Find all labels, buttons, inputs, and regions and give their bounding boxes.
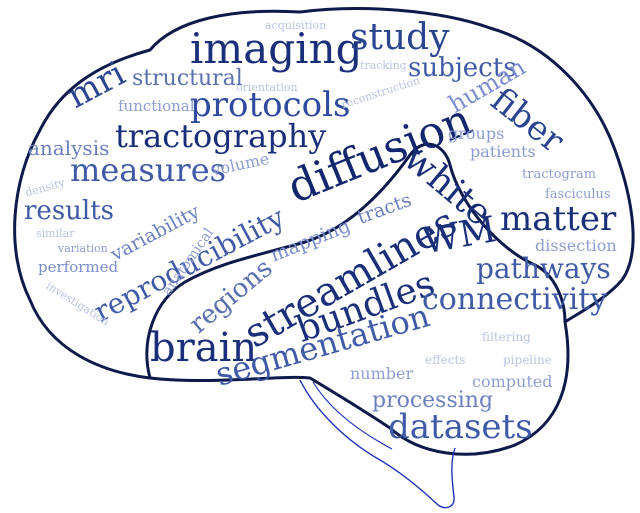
word-datasets: datasets bbox=[388, 407, 533, 447]
brain-outer-contour bbox=[13, 7, 635, 456]
word-effects: effects bbox=[425, 353, 466, 367]
word-patients: patients bbox=[470, 142, 536, 161]
word-tractography: tractography bbox=[115, 117, 327, 155]
word-acquisition: acquisition bbox=[265, 19, 327, 32]
word-protocols: protocols bbox=[190, 85, 351, 125]
word-subjects: subjects bbox=[408, 53, 517, 83]
word-imaging: imaging bbox=[190, 24, 363, 73]
word-computed: computed bbox=[472, 372, 553, 391]
word-pipeline: pipeline bbox=[503, 353, 552, 367]
word-results: results bbox=[24, 196, 115, 226]
word-fasciculus: fasciculus bbox=[545, 187, 611, 202]
word-similar: similar bbox=[36, 227, 75, 240]
brain-stem bbox=[299, 379, 456, 509]
word-number: number bbox=[350, 364, 414, 383]
word-groups: groups bbox=[448, 124, 505, 143]
word-variation: variation bbox=[58, 242, 108, 255]
word-tractogram: tractogram bbox=[522, 167, 597, 182]
word-processing: processing bbox=[372, 388, 494, 413]
word-pathways: pathways bbox=[476, 252, 611, 285]
word-matter: matter bbox=[500, 199, 617, 239]
brain-inner-fold bbox=[145, 142, 567, 379]
word-functional: functional bbox=[118, 97, 195, 115]
word-dissection: dissection bbox=[535, 236, 617, 255]
word-orientation: orientation bbox=[236, 81, 298, 94]
word-performed: performed bbox=[38, 258, 119, 276]
word-filtering: filtering bbox=[482, 330, 531, 344]
word-study: study bbox=[350, 17, 450, 58]
word-tracking: tracking bbox=[360, 59, 407, 72]
word-analysis: analysis bbox=[28, 136, 110, 160]
word-brain: brain bbox=[150, 325, 258, 371]
word-structural: structural bbox=[132, 66, 243, 91]
word-connectivity: connectivity bbox=[422, 282, 608, 317]
word-measures: measures bbox=[70, 151, 227, 189]
brain-stem-inner bbox=[312, 381, 393, 450]
